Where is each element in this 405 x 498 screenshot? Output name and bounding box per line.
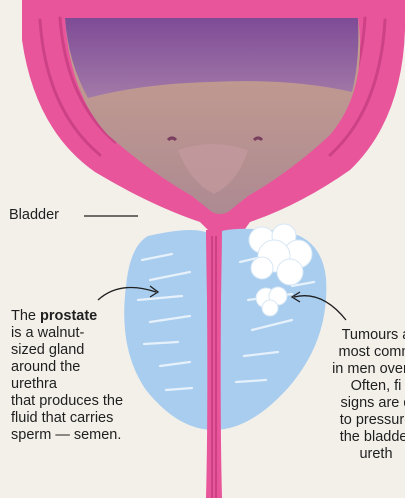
prostate-line: sized gland bbox=[11, 342, 171, 359]
prostate-line: sperm — semen. bbox=[11, 427, 171, 444]
bladder-label: Bladder bbox=[9, 207, 59, 224]
tumour-line: ureth bbox=[276, 446, 405, 463]
urethra bbox=[206, 230, 222, 498]
tumour-description: Tumours a most comm in men over 6 Often,… bbox=[276, 327, 405, 463]
prostate-line: urethra bbox=[11, 376, 171, 393]
tumour-line: the bladder bbox=[276, 429, 405, 446]
tumour-line: in men over 6 bbox=[276, 361, 405, 378]
prostate-line: around the bbox=[11, 359, 171, 376]
prostate-keyword: prostate bbox=[40, 308, 97, 324]
tumour-line: most comm bbox=[276, 344, 405, 361]
prostate-first-line: The prostate bbox=[11, 308, 171, 325]
prostate-description: The prostate is a walnut- sized gland ar… bbox=[11, 308, 171, 444]
tumour-line: Often, fi bbox=[276, 378, 405, 395]
prostate-line: is a walnut- bbox=[11, 325, 171, 342]
prostate-line: fluid that carries bbox=[11, 410, 171, 427]
tumour-line: Tumours a bbox=[276, 327, 405, 344]
prostate-line: that produces the bbox=[11, 393, 171, 410]
tumour-line: signs are d bbox=[276, 395, 405, 412]
tumour-line: to pressure bbox=[276, 412, 405, 429]
tumour-large bbox=[249, 224, 312, 285]
